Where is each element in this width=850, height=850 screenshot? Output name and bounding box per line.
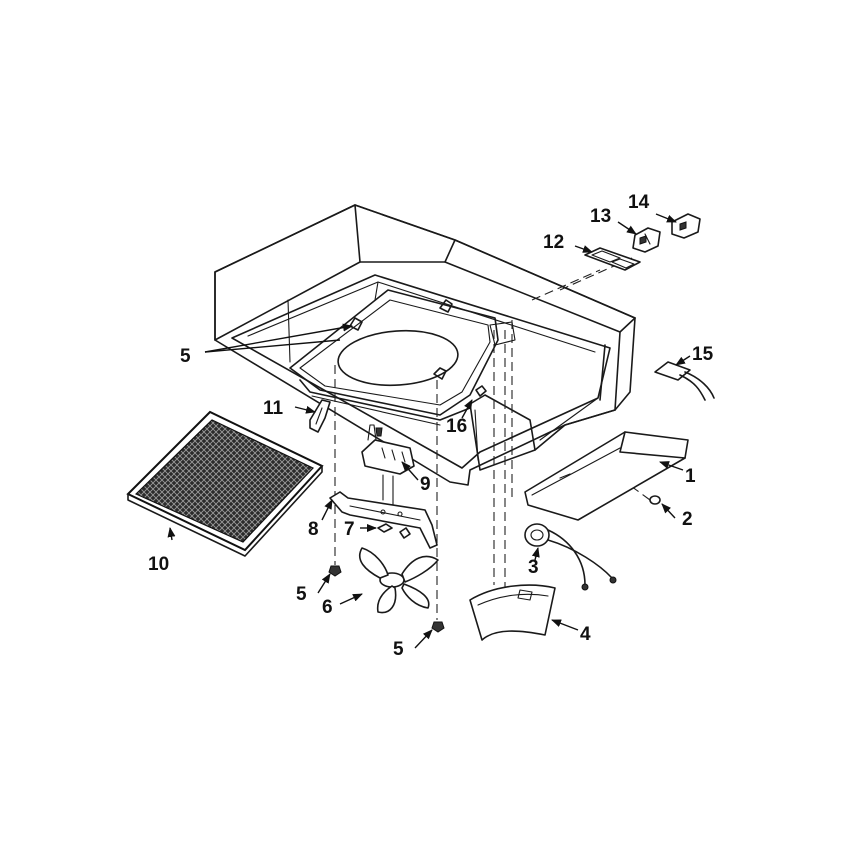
callout-1: 1 [685, 466, 696, 487]
part-motor [524, 523, 617, 591]
callout-9: 9 [420, 474, 431, 495]
part-fan-blade [358, 547, 439, 614]
callout-5-top: 5 [180, 346, 191, 367]
callout-3: 3 [528, 557, 539, 578]
callout-labels: 1 2 3 4 5 5 5 6 7 8 9 10 11 12 13 14 15 … [148, 192, 714, 660]
callout-7: 7 [344, 519, 355, 540]
callout-10: 10 [148, 554, 169, 575]
part-screw-2 [649, 495, 661, 505]
callout-11: 11 [263, 398, 284, 419]
part-lamp-socket [654, 361, 715, 401]
callout-15: 15 [692, 344, 714, 365]
callout-8: 8 [308, 519, 319, 540]
part-duct [469, 584, 556, 641]
part-switch-assembly [361, 424, 415, 506]
callout-2: 2 [682, 509, 693, 530]
part-clip-11 [309, 399, 331, 433]
callout-12: 12 [543, 232, 564, 253]
part-grease-filter [126, 410, 324, 557]
part-screw-16 [475, 385, 487, 397]
alignment-lines [334, 257, 651, 620]
callout-4: 4 [580, 624, 591, 645]
leader-lines [167, 213, 691, 649]
callout-14: 14 [628, 192, 650, 213]
part-light-panel [524, 431, 689, 521]
part-screws-5 [328, 565, 445, 633]
callout-6: 6 [322, 597, 333, 618]
part-motor-bracket [329, 491, 438, 549]
callout-16: 16 [446, 416, 467, 437]
part-switch-plate [584, 247, 641, 271]
hood-body [214, 204, 636, 486]
callout-5-middle: 5 [296, 584, 307, 605]
part-switch-13 [632, 227, 661, 253]
callout-13: 13 [590, 206, 611, 227]
callout-5-bottom: 5 [393, 639, 404, 660]
part-switch-14 [671, 213, 701, 239]
